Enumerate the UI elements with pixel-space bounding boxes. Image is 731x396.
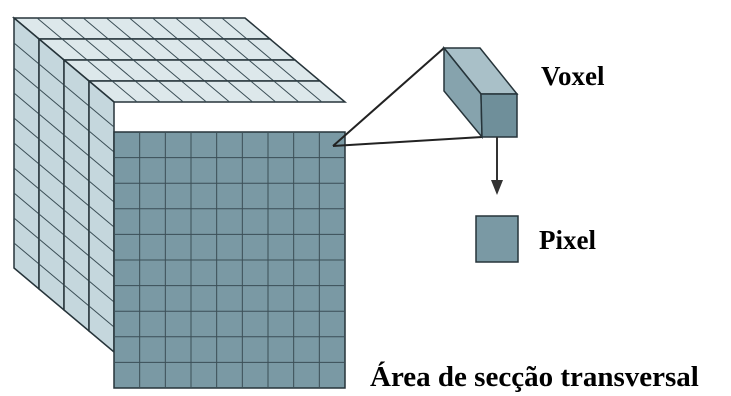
slab-0-left-face-grid bbox=[13, 42, 40, 265]
slab-3-left-face-grid bbox=[88, 105, 115, 328]
down-arrow-icon bbox=[491, 137, 503, 195]
voxel-cube-icon bbox=[442, 45, 519, 140]
pixel-label: Pixel bbox=[539, 225, 596, 255]
slab-1-top-face-grid bbox=[61, 38, 273, 61]
voxel-volume-block bbox=[11, 16, 348, 389]
slab-3-top-face-grid bbox=[111, 80, 323, 103]
cross-section-label: Área de secção transversal bbox=[370, 361, 699, 393]
pixel-square-icon bbox=[475, 215, 519, 263]
cross-section-front-face-grid bbox=[114, 132, 345, 388]
slab-2-left-face-grid bbox=[63, 84, 90, 307]
slab-0-top-face-grid bbox=[36, 17, 248, 40]
slab-2-top-face-grid bbox=[86, 59, 298, 82]
zoom-callout-lines bbox=[332, 47, 483, 147]
voxel-label: Voxel bbox=[541, 61, 605, 91]
slab-1-left-face-grid bbox=[38, 63, 65, 286]
